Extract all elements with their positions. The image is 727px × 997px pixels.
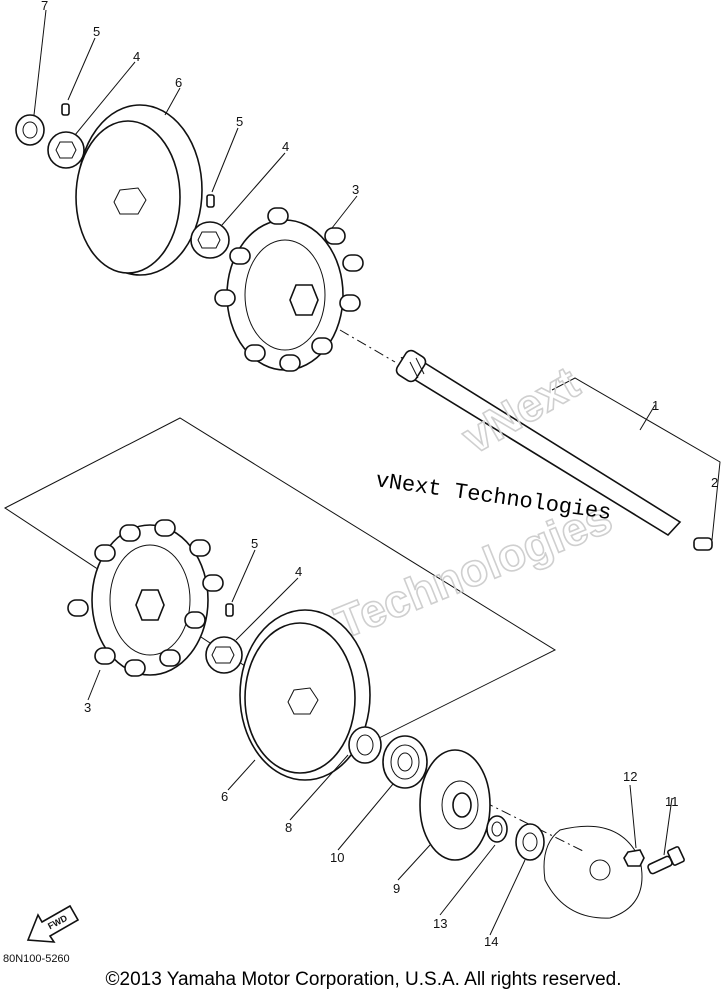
washer-part-13 [486,815,508,843]
callout-6: 6 [221,789,228,804]
drive-shaft-part-1 [395,349,682,537]
callout-12: 12 [623,769,637,784]
axis-line [339,329,396,363]
bearing-part-4 [205,636,243,674]
copyright-notice: ©2013 Yamaha Motor Corporation, U.S.A. A… [105,969,622,990]
chassis-plate [543,825,643,919]
callout-2: 2 [711,475,718,490]
collar-part-7 [15,114,45,146]
ball-bearing-part-10 [382,735,428,789]
callout-11: 11 [665,794,679,809]
callout-10: 10 [330,850,344,865]
callout-9: 9 [393,881,400,896]
watermark-outline-top: vNext [453,356,588,464]
callout-14: 14 [484,934,498,949]
callout-bracket [551,377,721,541]
drive-sprocket-part-3 [214,207,364,372]
callout-4: 4 [295,564,302,579]
leader-lines [33,9,673,936]
forward-arrow-icon: FWD [26,904,80,943]
pin-part-5 [225,603,234,617]
callout-5: 5 [251,536,258,551]
callout-4: 4 [133,49,140,64]
diagram-code: 80N100-5260 [3,953,70,965]
callout-7: 7 [41,0,48,13]
idler-wheel-part-6 [75,104,203,276]
callout-5: 5 [236,114,243,129]
callout-3: 3 [84,700,91,715]
seal-part-14 [515,823,545,861]
callout-13: 13 [433,916,447,931]
bearing-part-4 [47,131,85,169]
bearing-part-4 [190,221,230,259]
bolt-part-11 [647,846,685,875]
idler-wheel-part-6 [239,609,371,781]
callout-3: 3 [352,182,359,197]
callout-1: 1 [652,398,659,413]
bearing-housing-part-9 [419,749,491,861]
collar-part-8 [348,726,382,764]
pin-part-5 [206,194,215,208]
callout-5: 5 [93,24,100,39]
drive-sprocket-part-3 [67,519,224,677]
nut-part-2 [693,537,713,551]
nut-part-12 [623,849,645,867]
callout-8: 8 [285,820,292,835]
pin-part-5 [61,103,70,116]
callout-4: 4 [282,139,289,154]
callout-6: 6 [175,75,182,90]
